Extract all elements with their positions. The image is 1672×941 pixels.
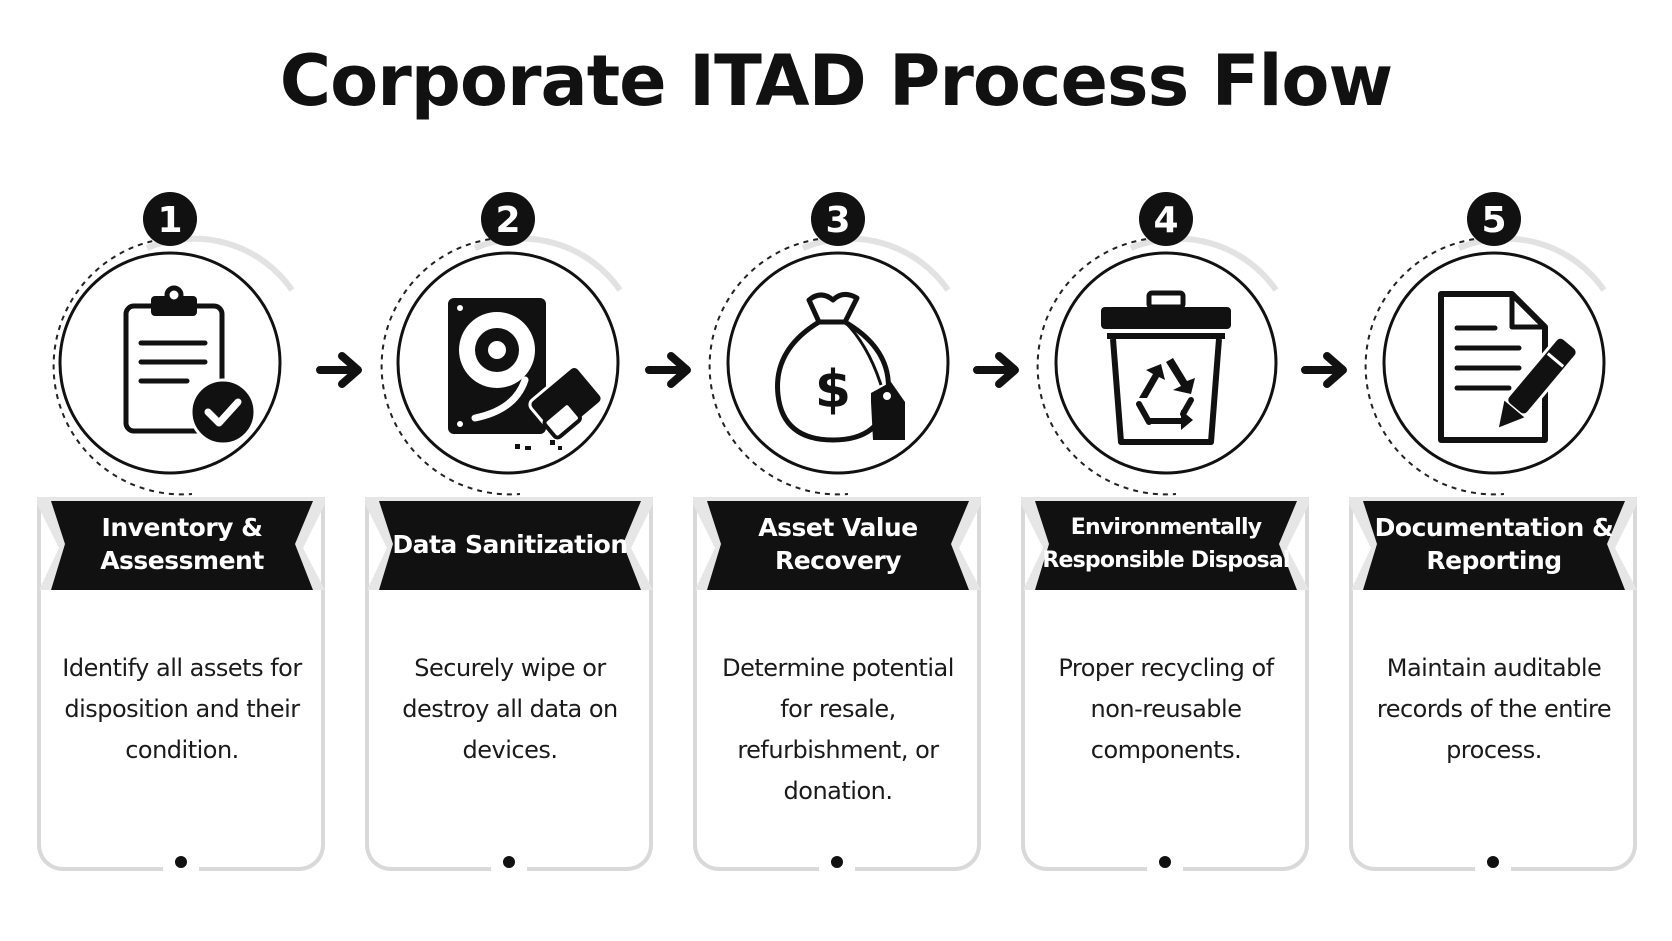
- recycle-bin-icon: [1101, 290, 1231, 445]
- step-number-badge: 2: [481, 192, 535, 246]
- clipboard-check-icon: [123, 285, 257, 446]
- step-5-graphic: 5: [1364, 192, 1607, 496]
- step-number-badge: 3: [811, 192, 865, 246]
- step-2-graphic: 2: [380, 192, 623, 496]
- card-dot: [175, 856, 187, 868]
- hard-drive-eraser-icon: [448, 298, 604, 450]
- step-description: Securely wipe or destroy all data on dev…: [402, 654, 618, 764]
- process-step-5: 5 Documentation & Reporting Maintain aud…: [1349, 0, 1639, 941]
- arrow-right-icon: [316, 352, 362, 388]
- card-dot: [1159, 856, 1171, 868]
- step-description: Determine potential for resale, refurbis…: [722, 654, 954, 805]
- process-step-4: 4 Environmentally Responsible Disposal P…: [1021, 0, 1311, 941]
- step-number-badge: 4: [1139, 192, 1193, 246]
- step-number: 3: [825, 200, 850, 241]
- svg-text:$: $: [815, 360, 851, 420]
- process-step-1: 1 Inventory & Assessment Identify all as…: [37, 0, 327, 941]
- arrow-right-icon: [645, 352, 691, 388]
- step-title: Inventory & Assessment: [100, 513, 264, 575]
- step-number: 5: [1481, 200, 1506, 241]
- step-number-badge: 1: [143, 192, 197, 246]
- step-number: 4: [1153, 200, 1178, 241]
- page-title: Corporate ITAD Process Flow: [279, 40, 1393, 122]
- arrow-right-icon: [973, 352, 1019, 388]
- card-dot: [1487, 856, 1499, 868]
- step-description: Identify all assets for disposition and …: [62, 654, 302, 764]
- card-dot: [831, 856, 843, 868]
- step-description: Proper recycling of non-reusable compone…: [1058, 654, 1274, 764]
- step-4-graphic: 4: [1036, 192, 1279, 496]
- document-pen-icon: [1438, 291, 1579, 443]
- step-title: Asset Value Recovery: [758, 513, 918, 575]
- step-title: Data Sanitization: [392, 529, 628, 559]
- step-number: 1: [157, 200, 182, 241]
- step-title: Documentation & Reporting: [1374, 513, 1614, 575]
- step-title: Environmentally Responsible Disposal: [1042, 515, 1290, 573]
- process-step-2: 2 Data Sanitization Securely wipe or des…: [365, 0, 655, 941]
- money-bag-tag-icon: $: [775, 292, 905, 443]
- step-description: Maintain auditable records of the entire…: [1376, 654, 1612, 764]
- step-number-badge: 5: [1467, 192, 1521, 246]
- process-step-3: 3 $ Asset Value Recovery Determine poten…: [693, 0, 983, 941]
- arrow-right-icon: [1301, 352, 1347, 388]
- step-number: 2: [495, 200, 520, 241]
- card-dot: [503, 856, 515, 868]
- step-3-graphic: 3 $: [708, 192, 951, 496]
